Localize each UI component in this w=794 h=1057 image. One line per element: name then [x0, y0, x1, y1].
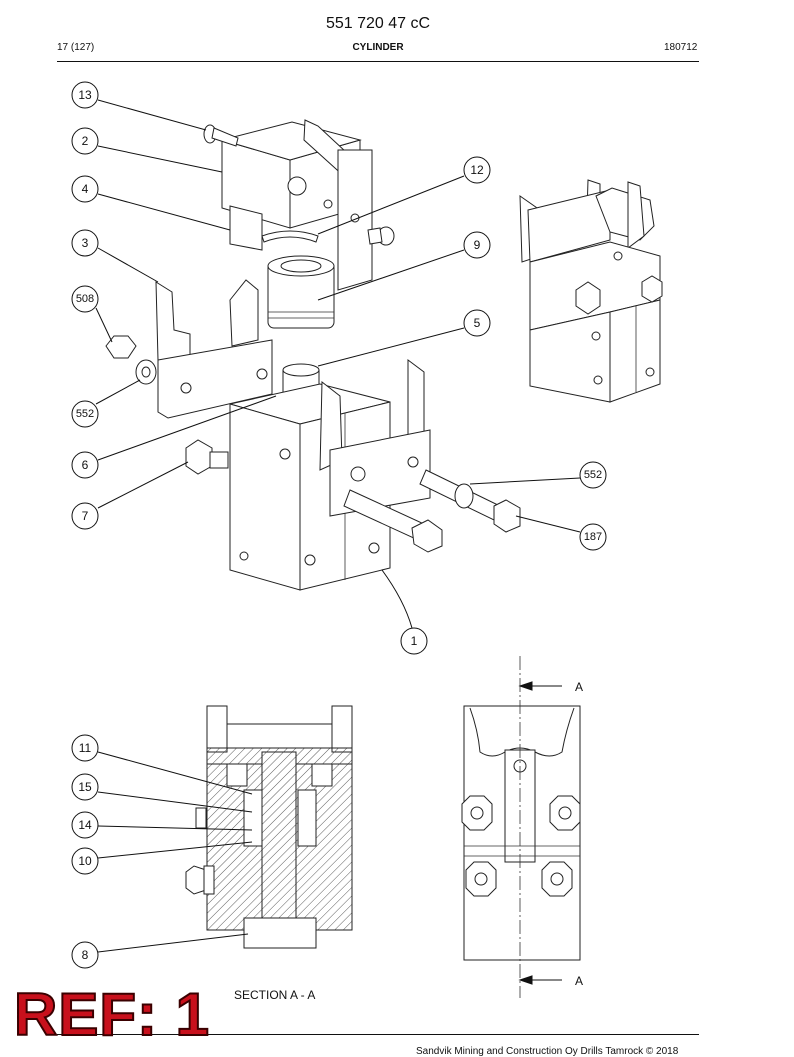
callout-8: 8 — [71, 941, 99, 969]
callout-552-left: 552 — [71, 400, 99, 428]
svg-text:552: 552 — [76, 408, 94, 420]
section-label: SECTION A - A — [234, 988, 316, 1002]
callout-552-right: 552 — [579, 461, 607, 489]
callout-1: 1 — [400, 627, 428, 655]
svg-text:4: 4 — [82, 182, 89, 196]
svg-text:14: 14 — [78, 818, 92, 832]
piston-part — [267, 255, 335, 329]
header-divider — [57, 61, 699, 62]
callout-3: 3 — [71, 229, 99, 257]
svg-text:6: 6 — [82, 458, 89, 472]
svg-text:12: 12 — [470, 163, 484, 177]
side-bolts-part — [343, 469, 521, 553]
section-view — [185, 705, 353, 949]
footer-copyright: Sandvik Mining and Construction Oy Drill… — [416, 1046, 679, 1057]
svg-text:13: 13 — [78, 88, 92, 102]
svg-text:1: 1 — [411, 634, 418, 648]
svg-text:15: 15 — [78, 780, 92, 794]
assembled-view — [519, 179, 663, 403]
callout-9: 9 — [463, 231, 491, 259]
nut-washer-parts — [105, 335, 157, 385]
leader-lines — [95, 99, 581, 953]
svg-text:11: 11 — [79, 741, 92, 755]
page-number: 17 (127) — [57, 42, 95, 53]
callout-12: 12 — [463, 156, 491, 184]
callout-14: 14 — [71, 811, 99, 839]
svg-text:10: 10 — [78, 854, 92, 868]
svg-text:3: 3 — [82, 236, 89, 250]
retaining-clip-part — [261, 226, 395, 246]
svg-text:187: 187 — [584, 531, 602, 543]
document-date: 180712 — [664, 42, 698, 53]
svg-text:552: 552 — [584, 469, 602, 481]
svg-text:9: 9 — [474, 238, 481, 252]
callout-508: 508 — [71, 285, 99, 313]
middle-bracket-part — [155, 279, 273, 419]
callout-4: 4 — [71, 175, 99, 203]
svg-text:5: 5 — [474, 316, 481, 330]
callout-2: 2 — [71, 127, 99, 155]
section-arrow-top — [518, 681, 562, 691]
svg-text:7: 7 — [82, 509, 89, 523]
footer-divider — [57, 1034, 699, 1035]
section-mark-top: A — [575, 680, 583, 694]
upper-bracket-part — [203, 119, 373, 291]
section-mark-bottom: A — [575, 974, 583, 988]
callout-11: 11 — [71, 734, 99, 762]
svg-text:8: 8 — [82, 948, 89, 962]
callout-15: 15 — [71, 773, 99, 801]
svg-text:508: 508 — [76, 293, 94, 305]
callout-6: 6 — [71, 451, 99, 479]
callout-7: 7 — [71, 502, 99, 530]
reference-stamp: REF: 1 — [13, 981, 211, 1048]
page-title: CYLINDER — [352, 42, 404, 53]
callout-5: 5 — [463, 309, 491, 337]
side-view — [461, 656, 581, 998]
svg-text:2: 2 — [82, 134, 89, 148]
callout-13: 13 — [71, 81, 99, 109]
document-number: 551 720 47 cC — [325, 15, 431, 32]
callout-10: 10 — [71, 847, 99, 875]
section-arrow-bottom — [518, 975, 562, 985]
callout-187: 187 — [579, 523, 607, 551]
